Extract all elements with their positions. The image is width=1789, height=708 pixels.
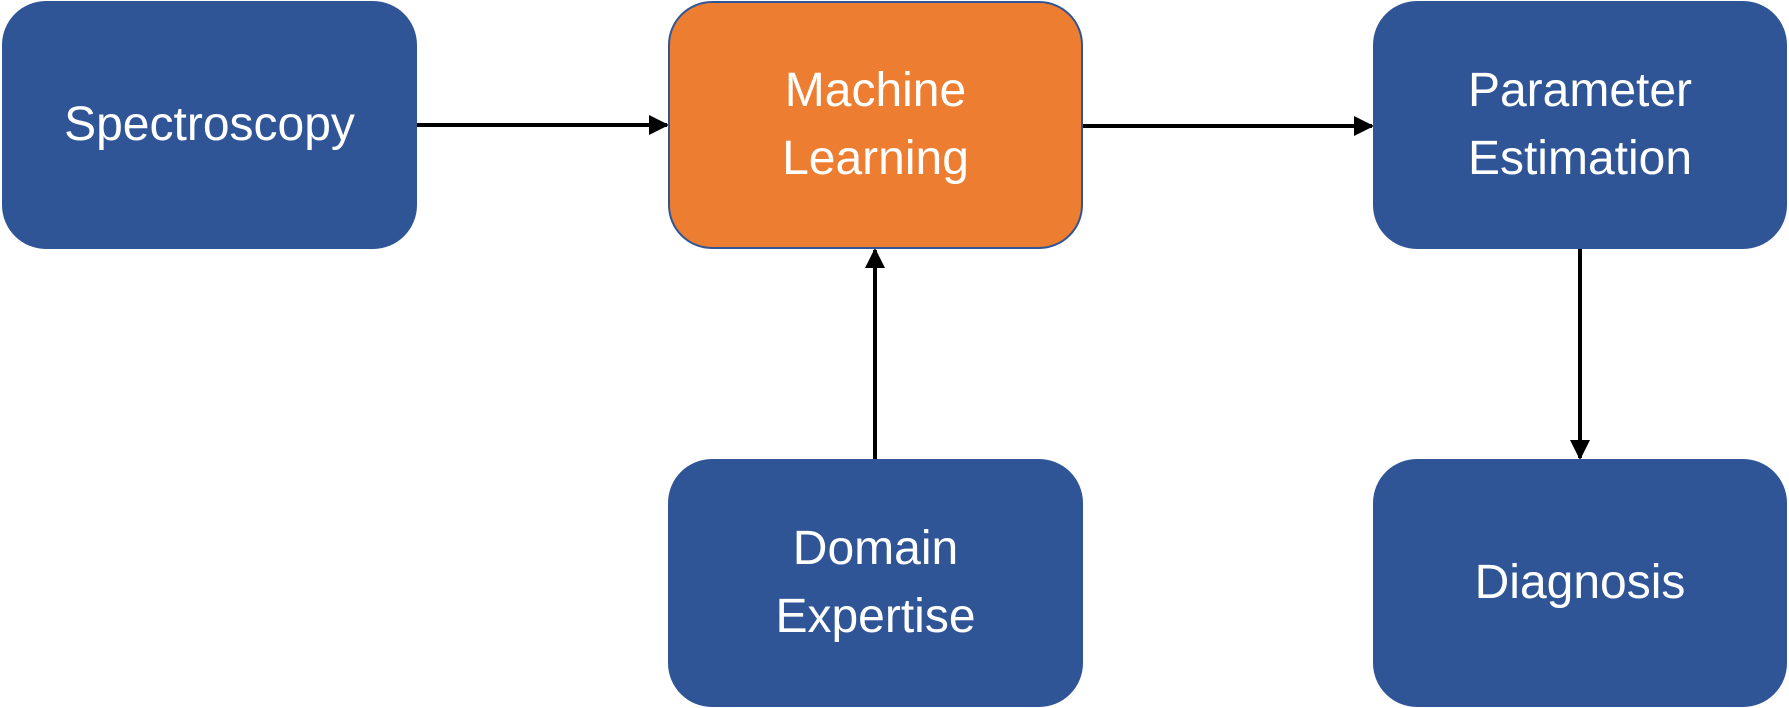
node-domain-expertise-line1: Domain	[792, 521, 959, 575]
node-spectroscopy-label: Spectroscopy	[64, 97, 355, 151]
node-parameter-estimation-line1: Parameter	[1467, 63, 1693, 117]
node-diagnosis-label: Diagnosis	[1474, 555, 1686, 609]
node-spectroscopy: Spectroscopy	[2, 1, 417, 249]
node-machine-learning-line2: Learning	[782, 132, 969, 185]
node-domain-expertise-line2: Expertise	[775, 590, 976, 643]
node-diagnosis: Diagnosis	[1373, 459, 1787, 707]
node-machine-learning: Machine Learning	[668, 1, 1083, 249]
node-machine-learning-line1: Machine	[784, 63, 967, 117]
node-parameter-estimation-line2: Estimation	[1467, 132, 1693, 185]
node-domain-expertise: Domain Expertise	[668, 459, 1083, 707]
node-parameter-estimation: Parameter Estimation	[1373, 1, 1787, 249]
